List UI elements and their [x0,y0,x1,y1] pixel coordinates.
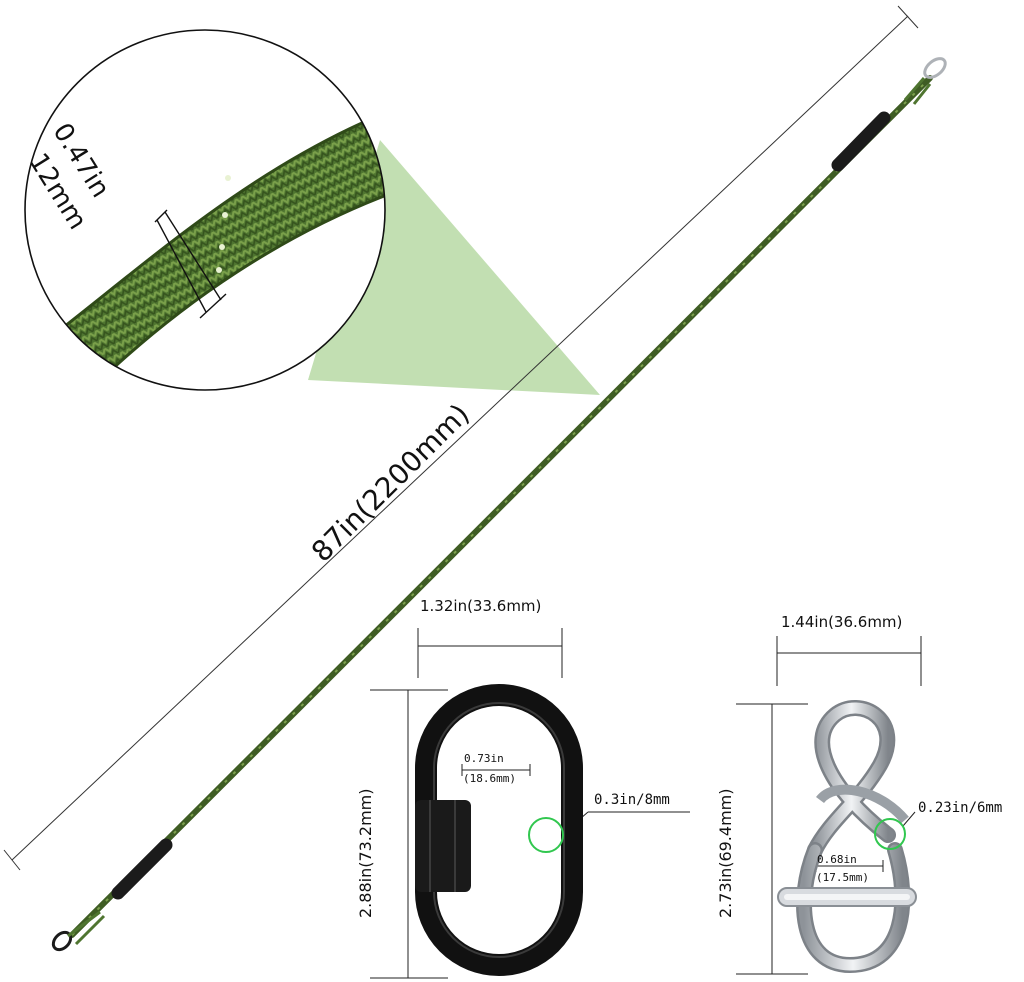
length-dimension-line [3,5,919,871]
snap-hook-width-label: 1.44in(36.6mm) [781,613,903,631]
quick-link-carabiner-icon [415,684,583,976]
snap-hook-inner-width-mm-label: (17.5mm) [816,871,869,884]
snap-hook-inner-width-inch-label: 0.68in [817,853,857,866]
figure-eight-snap-hook-icon [777,700,917,974]
snap-hook-wire-label: 0.23in/6mm [918,800,1003,816]
quick-link-wire-label: 0.3in/8mm [594,792,670,808]
quick-link-dimensions [370,628,690,979]
snap-hook-height-label: 2.73in(69.4mm) [716,788,735,919]
quick-link-inner-width-mm-label: (18.6mm) [463,772,516,785]
quick-link-height-label: 2.88in(73.2mm) [356,788,375,919]
zoom-magnifier-circle-icon [24,29,386,391]
snap-hook-dimensions [736,636,922,975]
braided-rope-icon [51,57,947,952]
quick-link-inner-width-inch-label: 0.73in [464,752,504,765]
quick-link-width-label: 1.32in(33.6mm) [420,597,542,615]
